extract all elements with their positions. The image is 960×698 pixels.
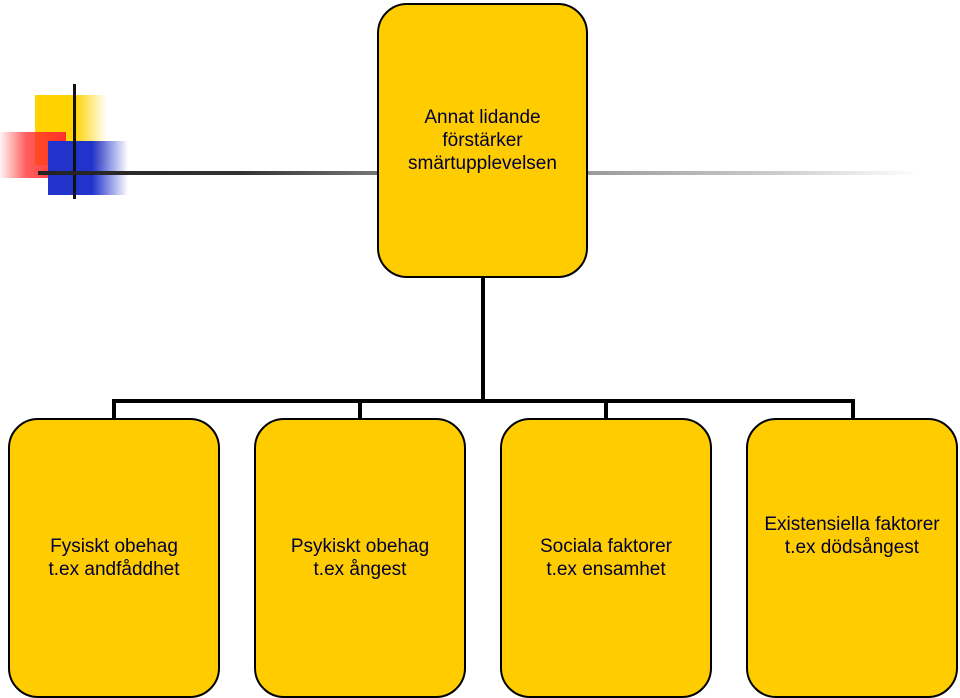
child-node-text: Sociala faktorer t.ex ensamhet — [539, 536, 672, 580]
child-node-text: Psykiskt obehag t.ex ångest — [290, 536, 430, 580]
connector-root — [481, 278, 485, 402]
root-node: Annat lidande förstärker smärtupplevelse… — [377, 3, 588, 278]
connector-child-2 — [358, 399, 362, 418]
decor-horizontal-line-right — [588, 171, 918, 175]
child-node-existential: Existensiella faktorer t.ex dödsångest — [746, 418, 958, 698]
child-node-text: Existensiella faktorer t.ex dödsångest — [764, 514, 940, 558]
child-node-text: Fysiskt obehag t.ex andfåddhet — [48, 536, 180, 580]
decor-horizontal-line-left — [38, 171, 378, 175]
decor-vertical-line — [73, 84, 76, 199]
child-node-physical: Fysiskt obehag t.ex andfåddhet — [8, 418, 220, 698]
root-node-text: Annat lidande förstärker smärtupplevelse… — [408, 107, 557, 174]
connector-bus — [112, 399, 855, 403]
child-node-psychological: Psykiskt obehag t.ex ångest — [254, 418, 466, 698]
connector-child-3 — [604, 399, 608, 418]
connector-child-1 — [112, 399, 116, 418]
child-node-social: Sociala faktorer t.ex ensamhet — [500, 418, 712, 698]
connector-child-4 — [851, 399, 855, 418]
decor-blue-square — [48, 141, 128, 195]
